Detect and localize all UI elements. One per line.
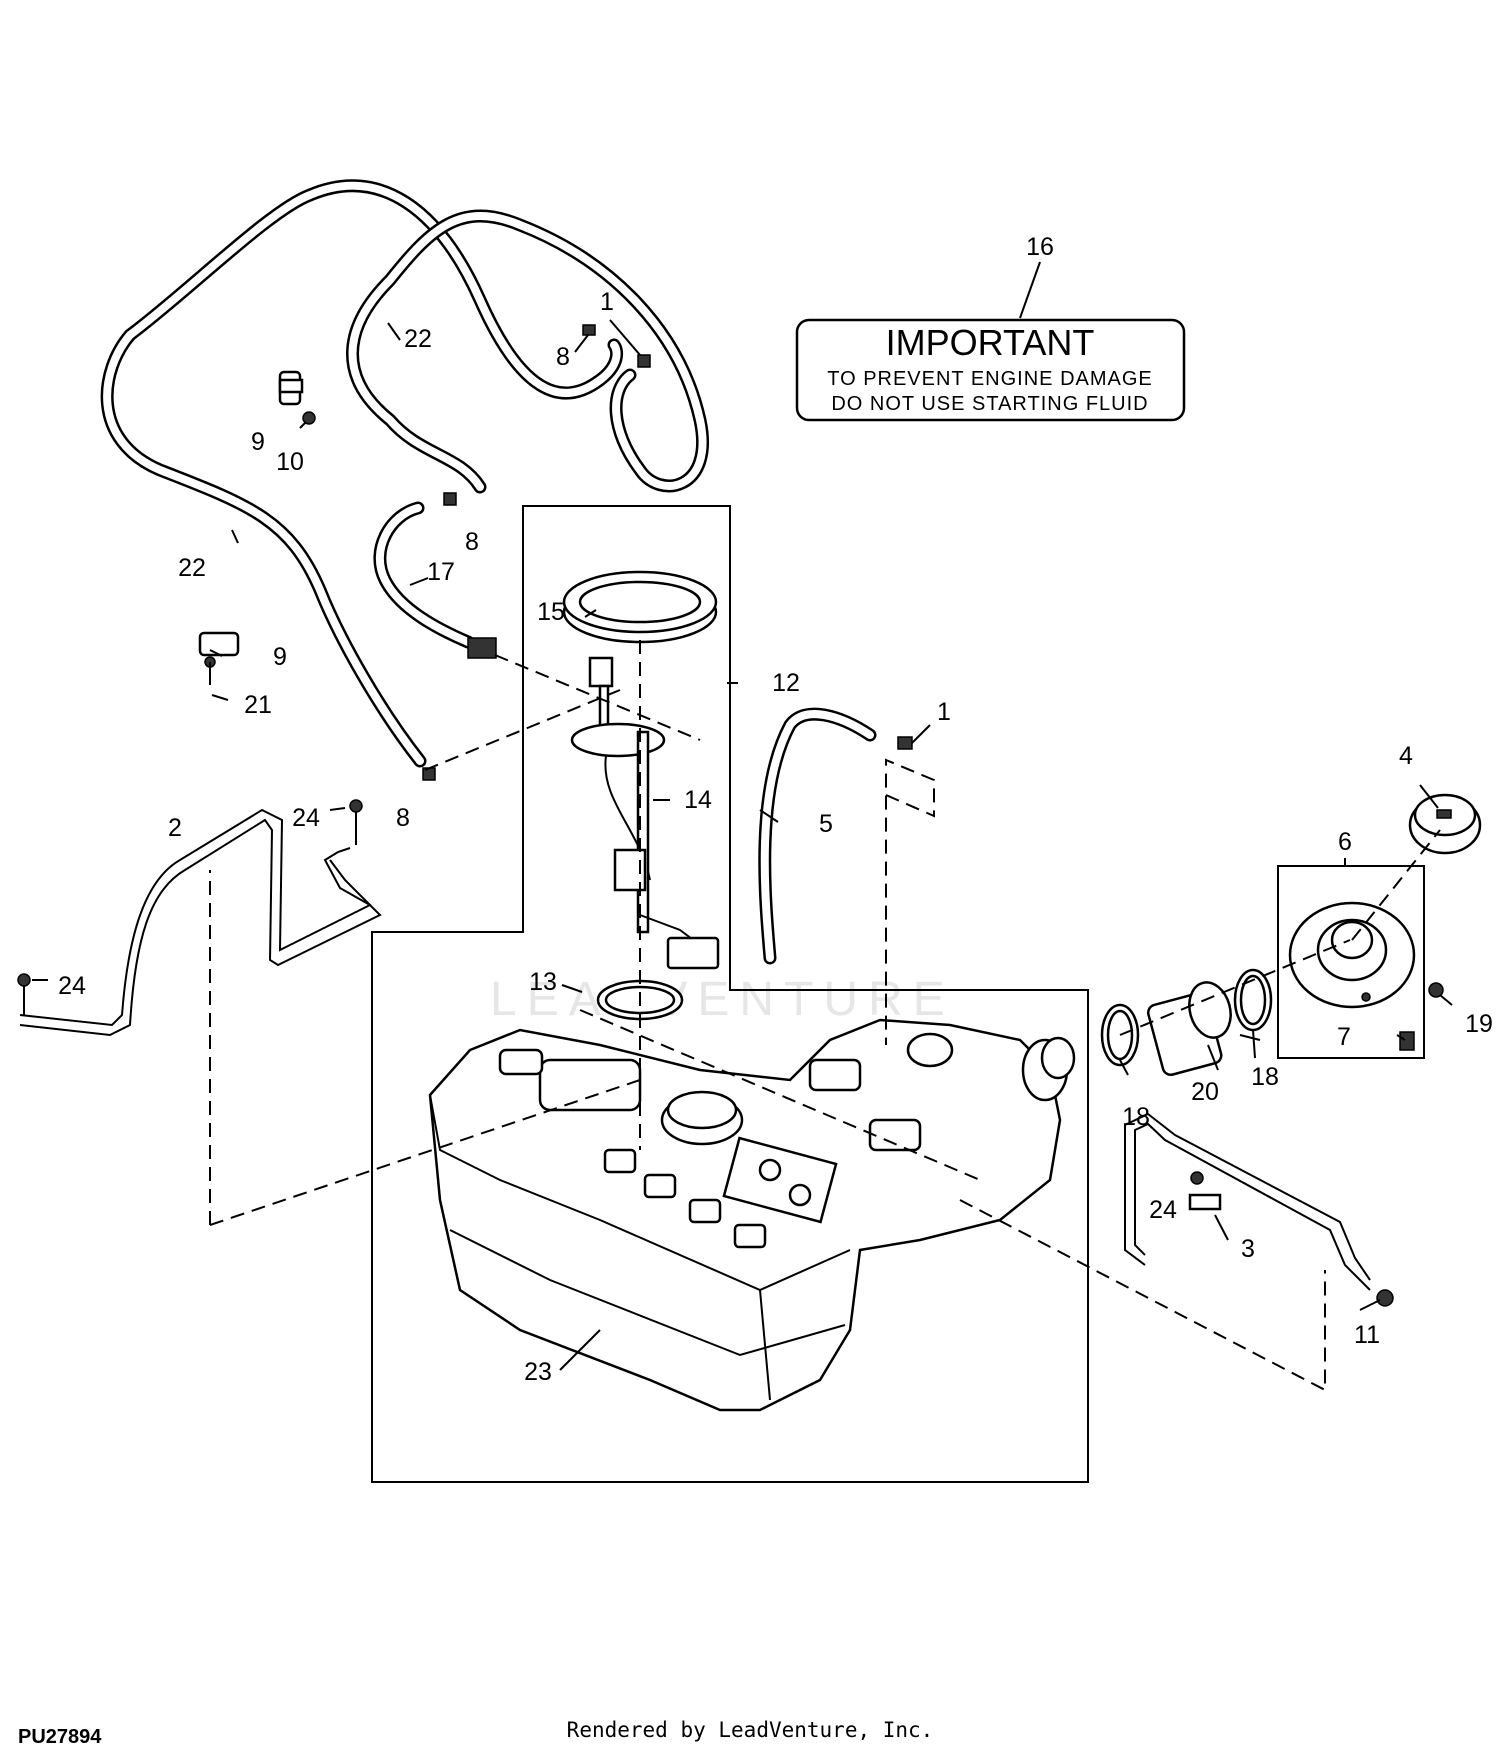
callout-9-top: 9 — [251, 428, 265, 456]
callout-11: 11 — [1354, 1321, 1380, 1349]
assembly-lines — [209, 640, 1441, 1392]
callout-22-left: 22 — [178, 554, 206, 582]
callout-8-mid: 8 — [465, 528, 479, 556]
warning-line-1: TO PREVENT ENGINE DAMAGE — [827, 368, 1153, 390]
callouts: 16 1 8 22 9 10 8 22 17 15 9 21 12 1 14 5… — [58, 233, 1493, 1386]
warning-decal: IMPORTANT TO PREVENT ENGINE DAMAGE DO NO… — [795, 318, 1186, 422]
callout-4: 4 — [1399, 742, 1413, 770]
hose-clamps — [422, 324, 913, 781]
group-outline — [371, 505, 1089, 1483]
callout-20: 20 — [1191, 1078, 1219, 1106]
callout-2: 2 — [168, 814, 182, 842]
callout-1-top: 1 — [600, 288, 614, 316]
callout-15: 15 — [537, 598, 565, 626]
callout-8-bottom: 8 — [396, 804, 410, 832]
callout-21: 21 — [244, 691, 272, 719]
callout-19: 19 — [1465, 1010, 1493, 1038]
callout-9-mid: 9 — [273, 643, 287, 671]
callout-1-right: 1 — [937, 698, 951, 726]
callout-5: 5 — [819, 810, 833, 838]
fuel-line-3 — [1124, 1112, 1394, 1307]
watermark: LEADVENTURE — [490, 973, 955, 1026]
fuel-pump-assembly — [562, 570, 720, 1021]
filler-neck-assembly — [1100, 793, 1482, 1077]
footer-credit: Rendered by LeadVenture, Inc. — [566, 1718, 934, 1742]
warning-line-2: DO NOT USE STARTING FLUID — [831, 393, 1148, 415]
callout-13: 13 — [529, 968, 557, 996]
leader-lines — [32, 261, 1453, 1371]
callout-24-top: 24 — [292, 804, 320, 832]
callout-12: 12 — [772, 669, 800, 697]
callout-3: 3 — [1241, 1235, 1255, 1263]
breather-hoses — [100, 179, 877, 965]
callout-8-top: 8 — [556, 343, 570, 371]
callout-18-right: 18 — [1251, 1063, 1279, 1091]
callout-22-top: 22 — [404, 325, 432, 353]
fuel-tank — [428, 1018, 1076, 1412]
callout-7: 7 — [1337, 1023, 1351, 1051]
callout-18-left: 18 — [1122, 1103, 1150, 1131]
callout-24-left: 24 — [58, 972, 86, 1000]
warning-title: IMPORTANT — [886, 322, 1095, 363]
callout-14: 14 — [684, 786, 712, 814]
fuel-line-2 — [17, 799, 382, 1037]
callout-10: 10 — [276, 448, 304, 476]
callout-16: 16 — [1026, 233, 1054, 261]
page-code: PU27894 — [18, 1726, 102, 1748]
callout-24-right: 24 — [1149, 1196, 1177, 1224]
callout-17: 17 — [427, 558, 455, 586]
callout-23: 23 — [524, 1358, 552, 1386]
hose-brackets — [198, 370, 316, 685]
callout-6: 6 — [1338, 828, 1352, 856]
